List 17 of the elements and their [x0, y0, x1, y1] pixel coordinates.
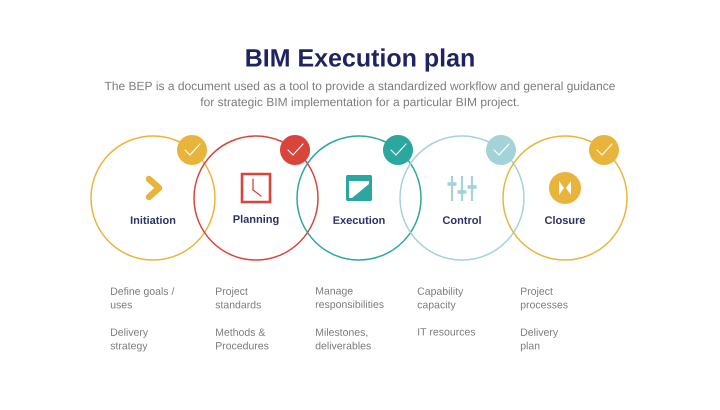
phase-label: Closure: [544, 216, 586, 224]
task-text: Project standards: [216, 287, 261, 308]
task-text: Project processes: [520, 287, 568, 310]
title: BIM Execution plan: [246, 48, 474, 72]
phase-label: Control: [442, 216, 481, 224]
task-text: Delivery plan: [520, 328, 558, 352]
phase-label: Execution: [333, 216, 385, 224]
phase-label: Initiation: [130, 216, 176, 224]
phase-label: Planning: [234, 214, 278, 226]
task-text: Milestones, deliverables: [316, 328, 371, 350]
task-text: Delivery strategy: [110, 328, 148, 352]
task-text: Manage responsibilities: [316, 287, 384, 310]
task-text: Methods & Procedures: [216, 328, 268, 350]
task-text: Capability capacity: [418, 287, 464, 310]
task-text: Define goals / uses: [110, 287, 174, 308]
task-text: IT resources: [418, 328, 476, 336]
subtitle: The BEP is a document used as a tool to provide a standardized workflow and general guidance for strategic BIM implementation for a particular BIM project.: [104, 81, 615, 109]
